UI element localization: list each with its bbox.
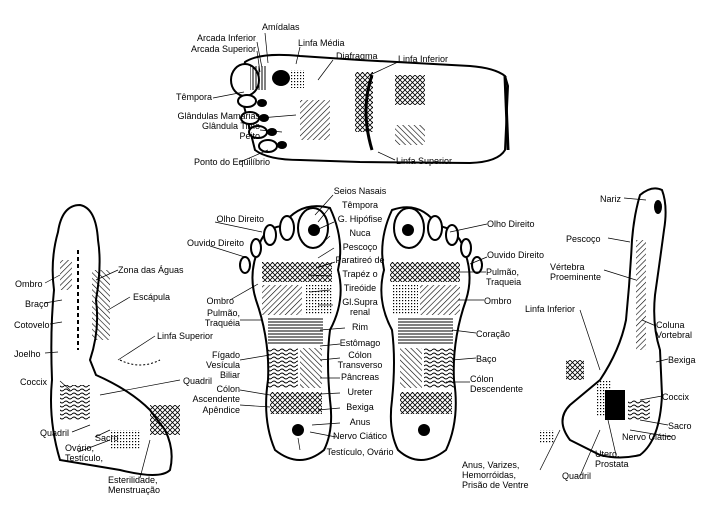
label-cotovelo: Cotovelo — [14, 320, 50, 330]
label-quadril-inner-1: Quadril — [183, 376, 213, 386]
label-pulmao-traqueia-left: Pulmão, Traquéia — [204, 308, 240, 328]
label-anus-varizes: Anus, Varizes, Hemorróidas, Prisão de Ve… — [462, 460, 529, 490]
label-coluna-vertebral: Coluna Vortebral — [656, 320, 693, 340]
label-colon-ascendente: Cólon Ascendente — [192, 384, 240, 404]
label-tempora-soles: Têmpora — [341, 200, 378, 210]
label-linfa-inferior-top: Linfa Inferior — [398, 54, 449, 64]
right-sole — [380, 206, 483, 461]
label-diafragma: Diafragma — [336, 51, 378, 61]
label-linfa-media: Linfa Média — [298, 38, 345, 48]
label-nuca: Nuca — [349, 228, 371, 238]
label-arcada-inferior: Arcada Inferior — [196, 33, 256, 43]
label-amidalas: Amídalas — [262, 22, 300, 32]
inner-left-foot — [50, 203, 180, 476]
label-arcada-superior: Arcada Superior — [190, 44, 256, 54]
label-coccix-outer: Coccix — [662, 392, 690, 402]
label-bexiga-soles: Bexiga — [346, 402, 374, 412]
label-nervo-ciatico-outer: Nervo Ciático — [622, 432, 677, 442]
label-tireoide: Tireóide — [343, 283, 377, 293]
label-colon-descendente: Cólon Descendente — [470, 374, 524, 394]
label-figado-vesicula: Fígado Vesícula Biliar — [205, 350, 240, 380]
label-sacro-outer: Sacro — [668, 421, 692, 431]
label-nariz: Nariz — [600, 194, 622, 204]
label-olho-direito-right: Olho Direito — [487, 219, 535, 229]
label-pancreas: Pâncreas — [340, 372, 380, 382]
label-hipofise: G. Hipófise — [337, 214, 383, 224]
label-glandulas-mamarias: Glândulas Mamárias — [177, 111, 260, 121]
left-sole — [239, 205, 342, 461]
label-rim: Rim — [352, 322, 368, 332]
label-trapezio: Trapéz o — [342, 269, 378, 279]
label-coccix-inner: Coccix — [20, 377, 48, 387]
label-quadril-outer: Quadril — [562, 471, 592, 481]
label-tempora-top: Têmpora — [175, 92, 212, 102]
label-quadril-inner-2: Quadril — [40, 428, 70, 438]
label-nervo-ciatico-soles: Nervo Ciático — [332, 431, 388, 441]
label-esterilidade: Esterilidade, Menstruação — [108, 475, 161, 495]
label-escapula: Escápula — [133, 292, 171, 302]
label-sacro-inner: Sacro — [95, 433, 119, 443]
top-foot-dorsal — [230, 53, 510, 165]
label-pescoco-outer: Pescoço — [566, 234, 601, 244]
label-braco: Braço — [25, 299, 49, 309]
label-linfa-inferior-outer: Linfa Inferior — [525, 304, 576, 314]
label-olho-direito-left: Olho Direito — [216, 214, 264, 224]
label-seios-nasais: Seios Nasais — [333, 186, 387, 196]
label-utero-prostata: Utero, Prostata — [595, 449, 629, 469]
label-vertebra: Vértebra Proeminente — [550, 262, 602, 282]
label-joelho: Joelho — [14, 349, 41, 359]
label-ombro-left-sole: Ombro — [206, 296, 234, 306]
label-baco: Baço — [476, 354, 497, 364]
label-colon-transverso: Cólon Transverso — [337, 350, 383, 370]
label-ombro-right-sole: Ombro — [484, 296, 512, 306]
label-paratireoide: Paratireó de — [335, 255, 385, 265]
label-coracao: Coração — [476, 329, 511, 339]
label-pulmao-traqueia-right: Pulmão, Traqueia — [486, 267, 522, 287]
label-ureter: Ureter — [347, 387, 373, 397]
label-bexiga-outer: Bexiga — [668, 355, 696, 365]
label-linfa-superior-top: Linfa Superior — [396, 156, 453, 166]
label-ombro-inner: Ombro — [15, 279, 43, 289]
label-apendice: Apêndice — [202, 405, 240, 415]
label-anus-soles: Anus — [349, 417, 371, 427]
label-linfa-superior-inner: Linfa Superior — [157, 331, 214, 341]
label-peito: Peito — [239, 131, 260, 141]
outer-right-foot — [540, 187, 667, 459]
label-supra-renal: Gl.Supra renal — [342, 297, 378, 317]
label-estomago: Estômago — [339, 338, 381, 348]
leader-lines — [44, 32, 673, 479]
label-glandula-timo: Glândula Timo — [201, 121, 260, 131]
label-testiculo-ovario: Testículo, Ovário — [326, 447, 394, 457]
label-ovario-testiculo: Ovário, Testículo, — [65, 443, 104, 463]
label-pescoco-soles: Pescoço — [342, 242, 378, 252]
label-ouvido-direito-right: Ouvido Direito — [487, 250, 545, 260]
label-ponto-equilibrio: Ponto do Equilíbrio — [193, 157, 270, 167]
label-zona-aguas: Zona das Águas — [118, 265, 184, 275]
label-ouvido-direito-left: Ouvido Direito — [186, 238, 244, 248]
